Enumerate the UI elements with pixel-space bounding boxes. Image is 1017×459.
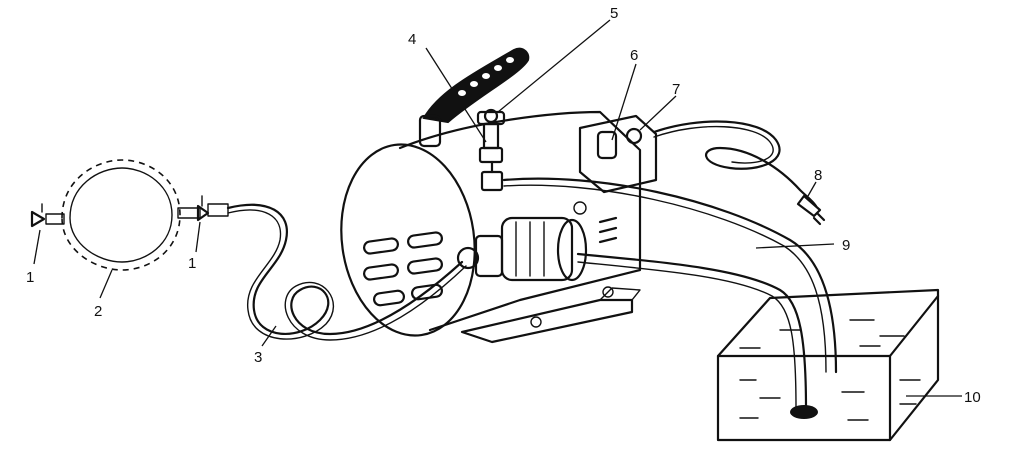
strainer-foot-valve <box>790 405 818 419</box>
callout-6: 6 <box>630 47 638 64</box>
tested-vessel-inner-wall <box>69 167 173 263</box>
base-plate-edge <box>599 287 641 301</box>
right-end-valve-icon <box>196 204 210 222</box>
water-tank <box>716 288 940 442</box>
power-switch-icon <box>596 130 618 160</box>
callout-5: 5 <box>610 5 618 22</box>
callout-4: 4 <box>408 31 416 48</box>
callout-1-left: 1 <box>26 269 34 286</box>
power-cord <box>652 120 826 226</box>
indicator-knob-icon <box>625 127 643 145</box>
power-plug-icon <box>796 194 822 218</box>
base-bolt-left <box>530 316 542 328</box>
pressure-hose <box>226 203 467 341</box>
base-bolt-right <box>602 286 614 298</box>
water-hoses <box>502 177 838 410</box>
leader-lines <box>33 19 962 397</box>
callout-1-right: 1 <box>188 255 196 272</box>
callout-2: 2 <box>94 303 102 320</box>
hose-coupling <box>207 203 229 217</box>
motor-vent-slots <box>363 231 444 307</box>
pressure-gauge-valve <box>476 108 506 192</box>
callout-numbers: 1 1 2 3 4 5 6 7 8 9 10 <box>26 5 981 406</box>
control-box <box>578 114 658 194</box>
pump-base-plate <box>460 298 634 344</box>
tested-vessel-assembly <box>30 159 229 271</box>
callout-7: 7 <box>672 81 680 98</box>
handle-post <box>418 114 442 148</box>
callout-8: 8 <box>814 167 822 184</box>
pump-unit <box>340 47 838 410</box>
left-end-valve-icon <box>30 210 46 228</box>
right-stub-pipe <box>177 207 201 219</box>
motor-body <box>398 110 642 332</box>
tested-vessel <box>61 159 181 271</box>
handle-grip-holes <box>458 57 514 96</box>
callout-9: 9 <box>842 237 850 254</box>
left-stub-pipe <box>45 213 65 225</box>
callout-3: 3 <box>254 349 262 366</box>
pump-head <box>456 201 618 282</box>
water-surface-dashes <box>739 319 921 421</box>
callout-10: 10 <box>964 389 981 406</box>
motor-end-cap <box>340 143 476 337</box>
